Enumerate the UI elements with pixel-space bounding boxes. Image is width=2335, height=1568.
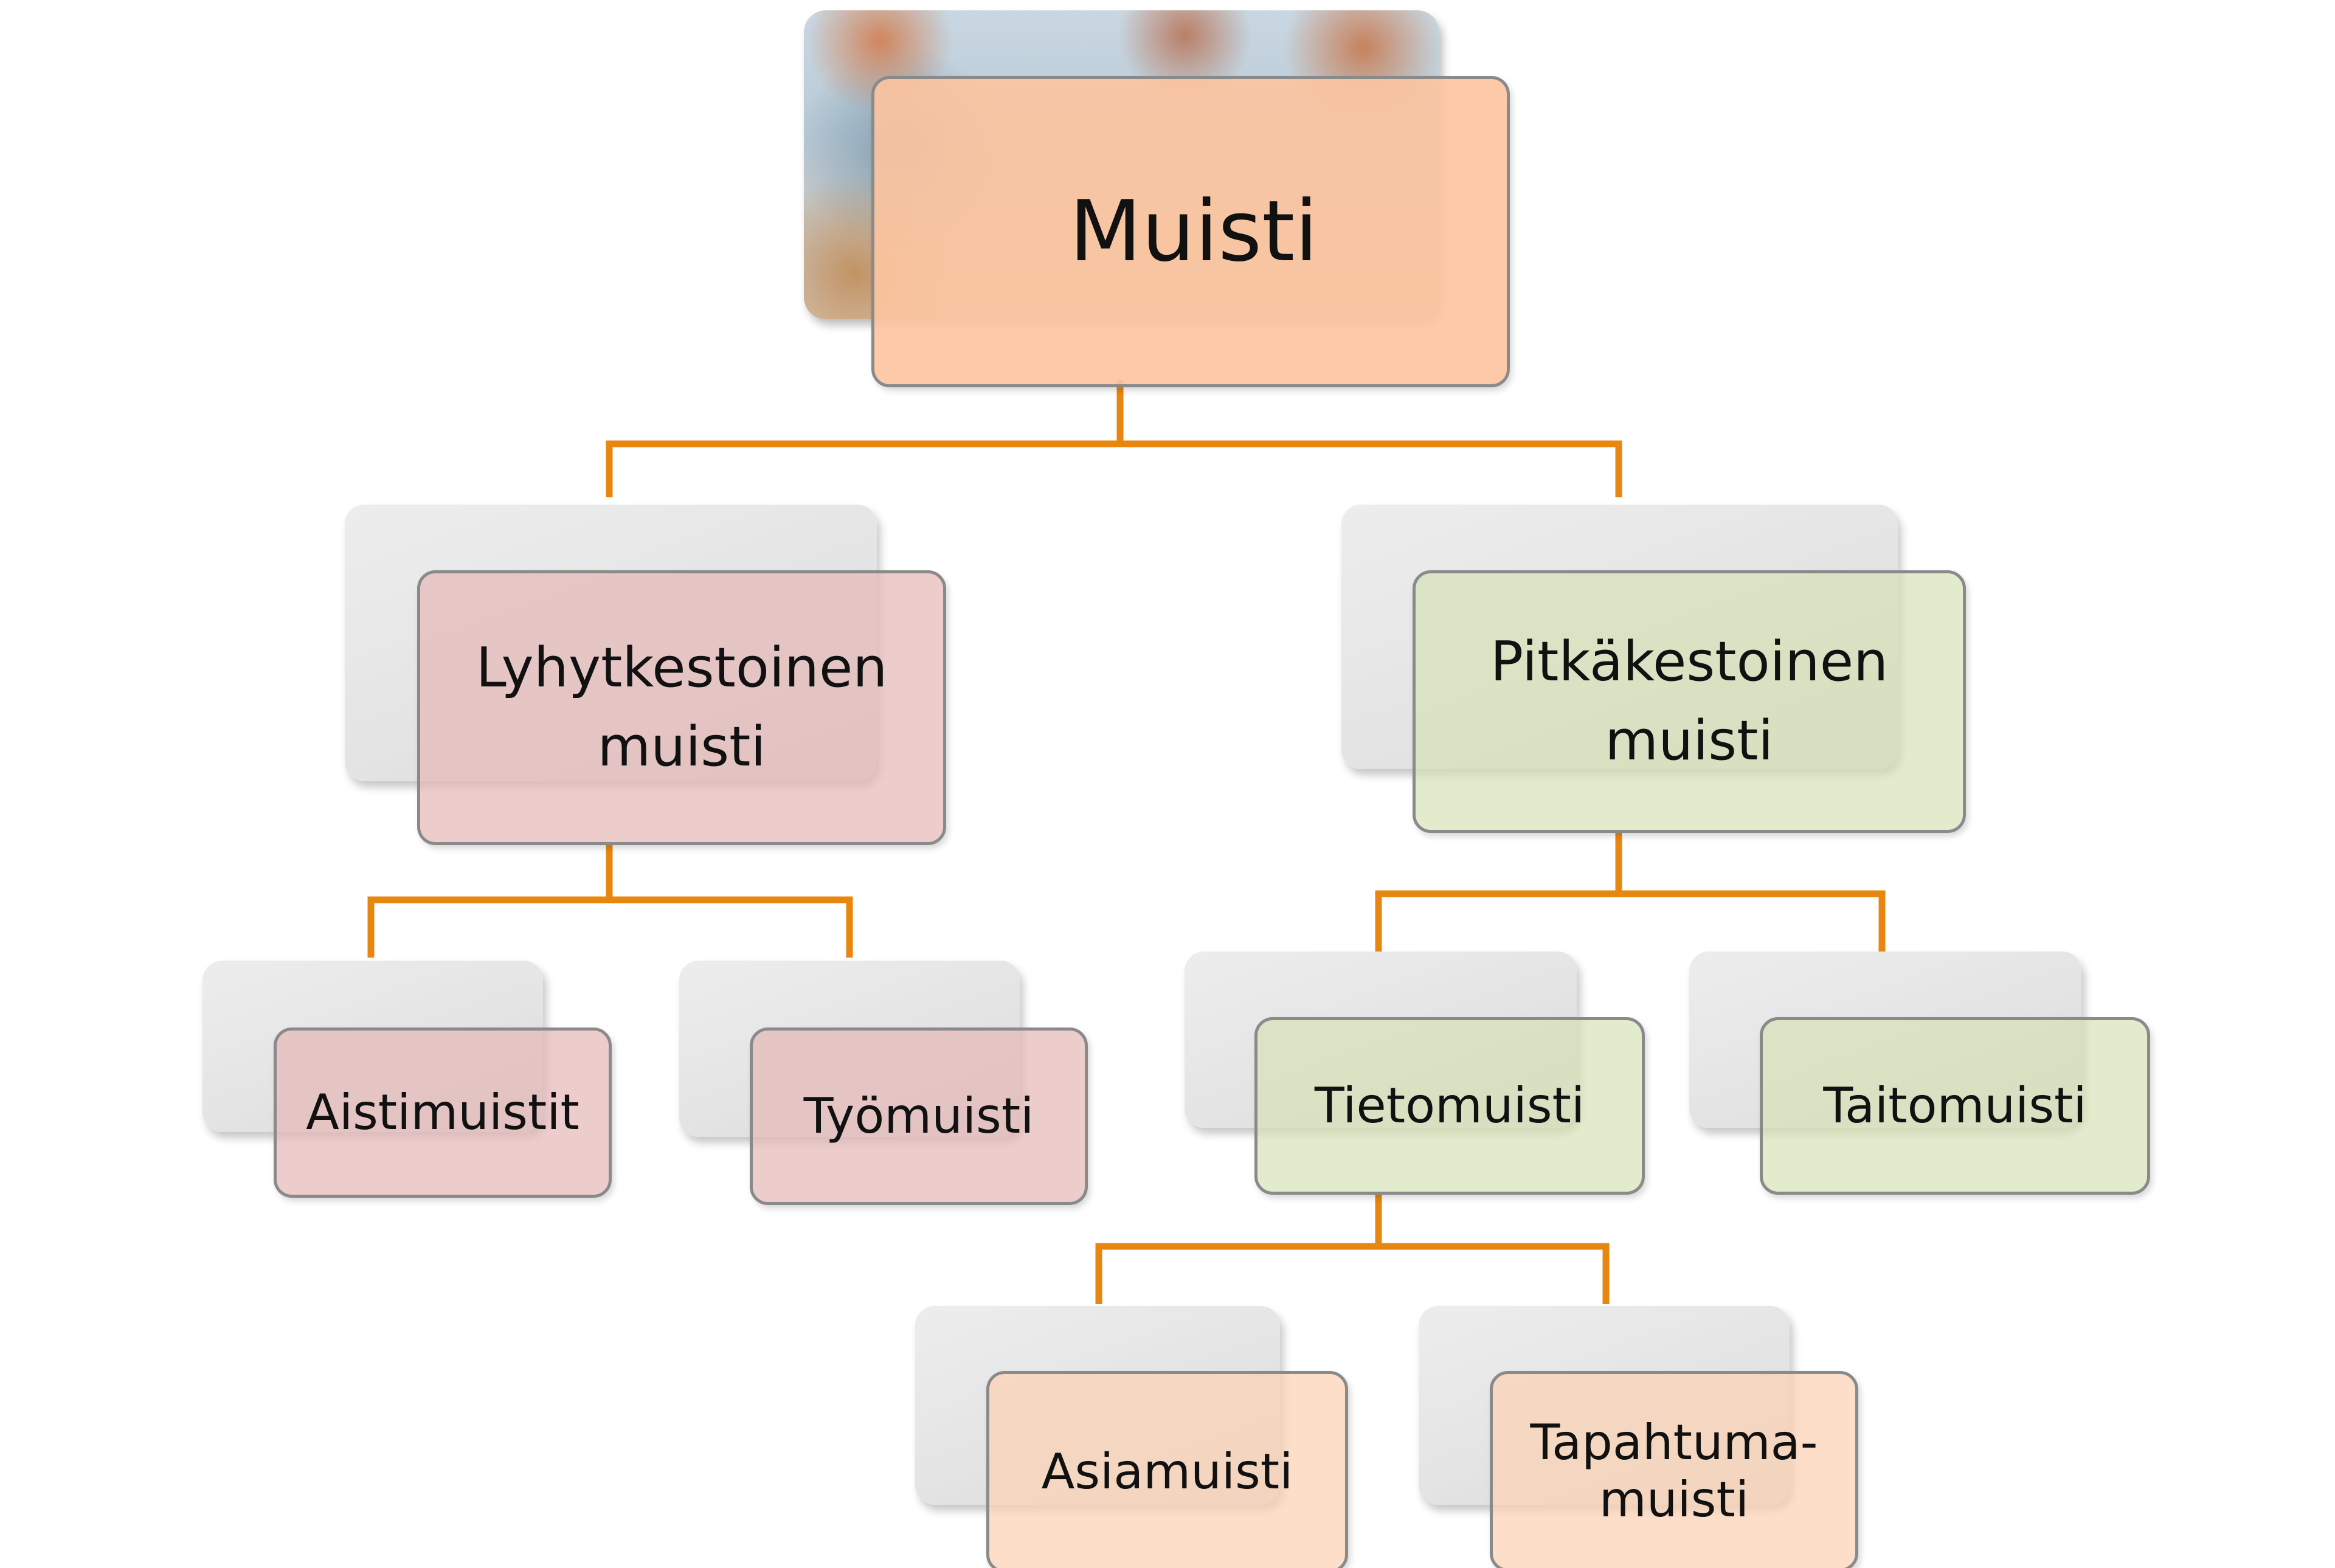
long-term-label-line2: muisti [1605, 709, 1774, 773]
short-term-label-line2: muisti [597, 715, 766, 779]
long-term-node: Pitkäkestoinen muisti [1413, 570, 1966, 833]
procedural-memory-label: Taitomuisti [1823, 1077, 2087, 1134]
sensory-memory-label: Aistimuistit [306, 1084, 579, 1141]
semantic-memory-label: Asiamuisti [1041, 1443, 1293, 1500]
connector-short-term-children [367, 842, 853, 958]
connector-root-children [606, 380, 1622, 497]
episodic-memory-label-line1: Tapahtuma- [1530, 1414, 1818, 1471]
root-node: Muisti [871, 76, 1510, 387]
sensory-memory-node: Aistimuistit [274, 1027, 612, 1198]
semantic-memory-node: Asiamuisti [986, 1371, 1348, 1568]
working-memory-node: Työmuisti [750, 1027, 1088, 1205]
episodic-memory-label-line2: muisti [1599, 1471, 1749, 1528]
procedural-memory-node: Taitomuisti [1760, 1017, 2150, 1195]
short-term-label-line1: Lyhytkestoinen [476, 635, 888, 700]
episodic-memory-node: Tapahtuma- muisti [1490, 1371, 1858, 1568]
working-memory-label: Työmuisti [803, 1088, 1034, 1144]
short-term-node: Lyhytkestoinen muisti [417, 570, 946, 845]
root-label: Muisti [1069, 182, 1318, 280]
long-term-label-line1: Pitkäkestoinen [1490, 629, 1889, 694]
connector-declarative-children [1095, 1193, 1610, 1304]
connector-long-term-children [1375, 830, 1886, 952]
declarative-memory-node: Tietomuisti [1254, 1017, 1645, 1195]
declarative-memory-label: Tietomuisti [1314, 1077, 1585, 1134]
